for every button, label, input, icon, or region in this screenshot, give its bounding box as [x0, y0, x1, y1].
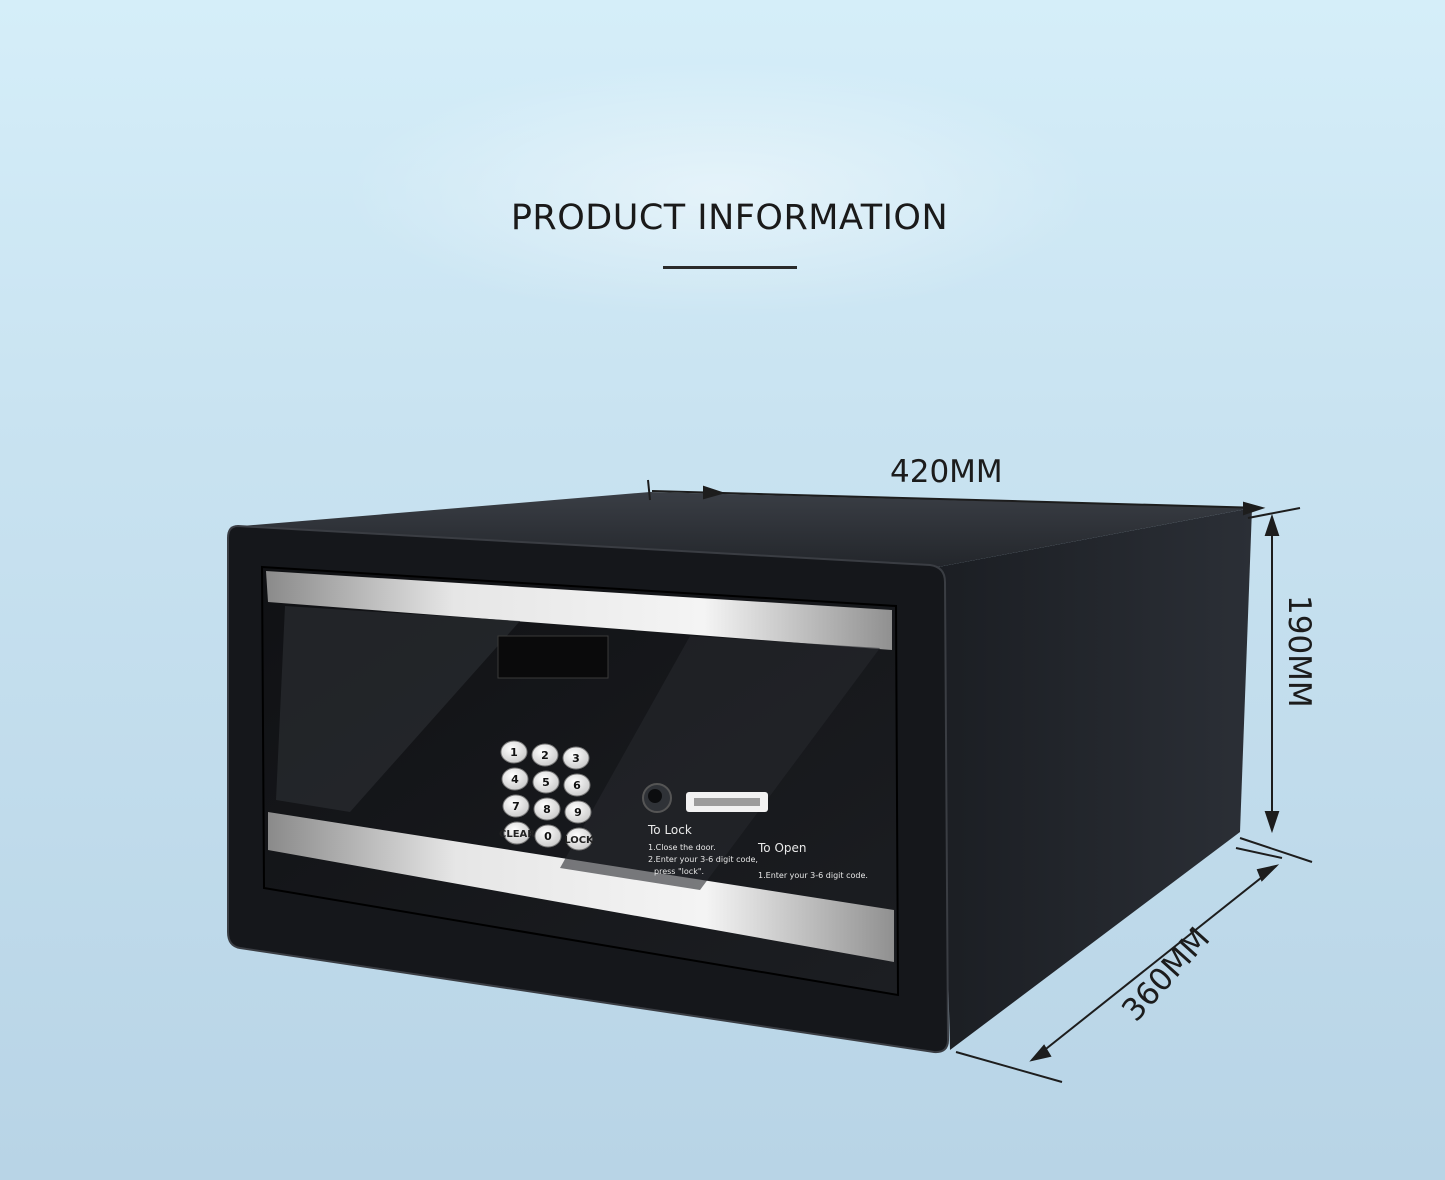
keypad-key-cap	[503, 821, 531, 845]
lock-step-3: press "lock".	[654, 867, 704, 876]
keypad-key-label: CLEAR	[499, 829, 535, 840]
open-step-1: 1.Enter your 3-6 digit code.	[758, 871, 868, 880]
keypad-key-cap	[534, 824, 562, 848]
page-title: PRODUCT INFORMATION	[510, 198, 949, 238]
keypad-key-cap	[531, 743, 559, 767]
keypad-key-9[interactable]: 9	[564, 800, 592, 824]
lock-step-2: 2.Enter your 3-6 digit code,	[648, 855, 758, 864]
keypad-key-cap	[533, 797, 561, 821]
lcd-display	[497, 635, 609, 679]
keypad-key-clear[interactable]: CLEAR	[499, 821, 535, 845]
keypad-key-cap	[564, 800, 592, 824]
keypad-key-lock[interactable]: LOCK	[564, 827, 595, 851]
backdrop-glow	[340, 60, 1100, 320]
glass-reflection	[276, 606, 520, 812]
keypad-key-cap	[502, 794, 530, 818]
door-top-trim	[266, 571, 892, 650]
keypad-key-3[interactable]: 3	[562, 746, 590, 770]
keypad-key-cap	[563, 773, 591, 797]
keypad-key-label: 7	[512, 800, 520, 813]
keypad-key-8[interactable]: 8	[533, 797, 561, 821]
keypad-key-label: 3	[572, 752, 580, 765]
keypad-key-6[interactable]: 6	[563, 773, 591, 797]
keypad-key-4[interactable]: 4	[501, 767, 529, 791]
safe-top-face	[230, 492, 1252, 567]
keypad-key-2[interactable]: 2	[531, 743, 559, 767]
lock-step-1: 1.Close the door.	[648, 843, 716, 852]
keypad-key-cap	[532, 770, 560, 794]
keypad-key-cap	[565, 827, 593, 851]
keypad-key-7[interactable]: 7	[502, 794, 530, 818]
lock-heading: To Lock	[647, 823, 692, 837]
brand-plate-mark	[694, 798, 760, 806]
depth-dimension-line	[955, 847, 1283, 1083]
keypad-key-label: 8	[543, 803, 551, 816]
keypad-key-label: 0	[544, 830, 552, 843]
keypad-key-cap	[501, 767, 529, 791]
keypad-key-label: LOCK	[564, 835, 595, 846]
keypad-key-5[interactable]: 5	[532, 770, 560, 794]
keypad-key-label: 1	[510, 746, 518, 759]
keypad-key-0[interactable]: 0	[534, 824, 562, 848]
keypad-key-label: 6	[573, 779, 581, 792]
keypad-key-label: 9	[574, 806, 582, 819]
height-label: 190MM	[1281, 595, 1317, 708]
glass-reflection-2	[560, 636, 880, 890]
door-knob-center	[648, 789, 662, 803]
width-dimension-line	[647, 479, 1266, 516]
title-underline	[663, 266, 797, 269]
open-heading: To Open	[757, 841, 807, 855]
keypad-key-cap	[500, 740, 528, 764]
keypad-key-1[interactable]: 1	[500, 740, 528, 764]
safe-side-face	[938, 508, 1252, 1050]
height-dimension-line	[1239, 507, 1313, 863]
width-label: 420MM	[890, 454, 1003, 490]
door-bottom-trim	[268, 812, 894, 962]
keypad-key-cap	[562, 746, 590, 770]
keypad-key-label: 4	[511, 773, 519, 786]
keypad-key-label: 5	[542, 776, 550, 789]
keypad-key-label: 2	[541, 749, 549, 762]
